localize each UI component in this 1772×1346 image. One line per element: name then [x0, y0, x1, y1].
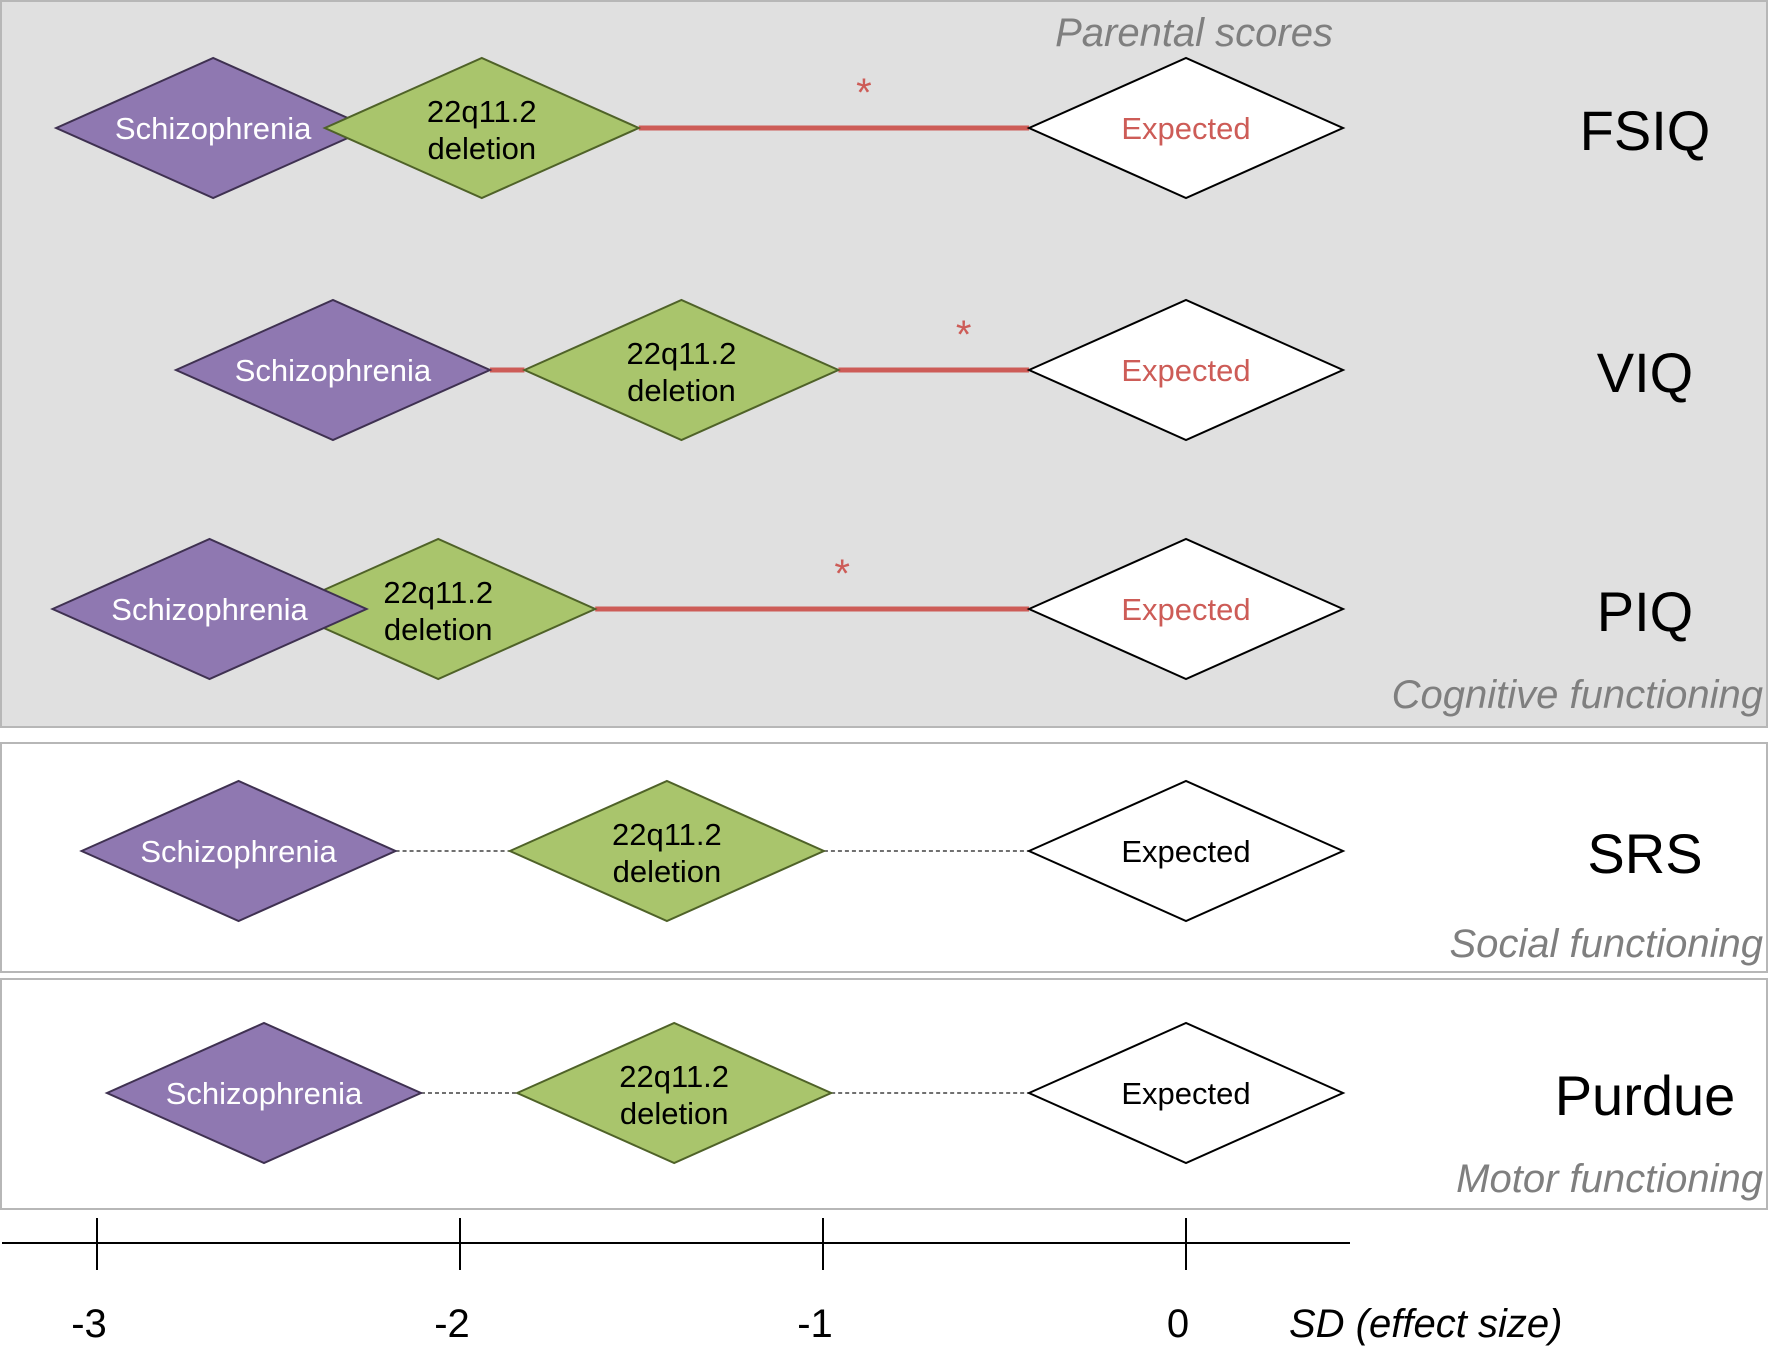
- x-tick-label: -2: [434, 1302, 470, 1346]
- row-label-viq: VIQ: [1597, 341, 1693, 404]
- expected-label: Expected: [1121, 1076, 1250, 1111]
- schizophrenia-marker-viq: [173, 298, 493, 442]
- expected-label: Expected: [1121, 834, 1250, 869]
- deletion-label-line1: 22q11.2: [383, 575, 493, 610]
- x-tick-label: -3: [71, 1302, 107, 1346]
- deletion-marker-piq: [278, 537, 598, 681]
- significance-asterisk-fsiq: *: [856, 71, 872, 115]
- deletion-label-line2: deletion: [627, 373, 736, 408]
- section-label: Cognitive functioning: [1392, 673, 1763, 717]
- expected-label: Expected: [1121, 592, 1250, 627]
- schizophrenia-label: Schizophrenia: [115, 111, 312, 146]
- significance-asterisk-piq: *: [834, 552, 850, 596]
- expected-marker-piq: [1026, 537, 1346, 681]
- schizophrenia-label: Schizophrenia: [140, 834, 337, 869]
- deletion-marker-viq: [521, 298, 841, 442]
- expected-label: Expected: [1121, 111, 1250, 146]
- schizophrenia-label: Schizophrenia: [111, 592, 308, 627]
- section-label: Social functioning: [1449, 922, 1763, 966]
- schizophrenia-label: Schizophrenia: [166, 1076, 363, 1111]
- row-label-piq: PIQ: [1597, 580, 1693, 643]
- schizophrenia-marker-srs: [79, 779, 399, 923]
- schizophrenia-marker-piq: [50, 537, 369, 681]
- row-label-srs: SRS: [1587, 822, 1702, 885]
- section-label: Motor functioning: [1456, 1157, 1763, 1201]
- row-label-purdue: Purdue: [1555, 1064, 1736, 1127]
- x-tick-label: -1: [797, 1302, 833, 1346]
- deletion-marker-purdue: [514, 1021, 834, 1165]
- deletion-label-line1: 22q11.2: [627, 336, 737, 371]
- significance-asterisk-viq: *: [956, 313, 972, 357]
- deletion-label-line2: deletion: [613, 854, 722, 889]
- connectors: * * *: [395, 71, 1029, 1094]
- x-axis: SD (effect size) -3 -2 -1 0: [2, 1218, 1562, 1346]
- schizophrenia-label: Schizophrenia: [235, 353, 432, 388]
- deletion-marker-srs: [507, 779, 827, 923]
- schizophrenia-marker-purdue: [104, 1021, 424, 1165]
- deletion-marker-fsiq: [322, 56, 642, 200]
- expected-marker-purdue: [1026, 1021, 1346, 1165]
- deletion-label-line2: deletion: [620, 1096, 729, 1131]
- expected-marker-srs: [1026, 779, 1346, 923]
- deletion-label-line1: 22q11.2: [612, 817, 722, 852]
- row-label-fsiq: FSIQ: [1580, 99, 1711, 162]
- labels: Parental scores Cognitive functioning FSI…: [1055, 11, 1763, 1201]
- expected-marker-fsiq: [1026, 56, 1346, 200]
- expected-label: Expected: [1121, 353, 1250, 388]
- deletion-label-line2: deletion: [427, 131, 536, 166]
- x-axis-title: SD (effect size): [1289, 1302, 1562, 1346]
- x-tick-label: 0: [1167, 1302, 1189, 1346]
- parental-scores-annotation: Parental scores: [1055, 11, 1333, 55]
- expected-marker-viq: [1026, 298, 1346, 442]
- deletion-label-line1: 22q11.2: [619, 1059, 729, 1094]
- deletion-label-line2: deletion: [384, 612, 493, 647]
- deletion-label-line1: 22q11.2: [427, 94, 537, 129]
